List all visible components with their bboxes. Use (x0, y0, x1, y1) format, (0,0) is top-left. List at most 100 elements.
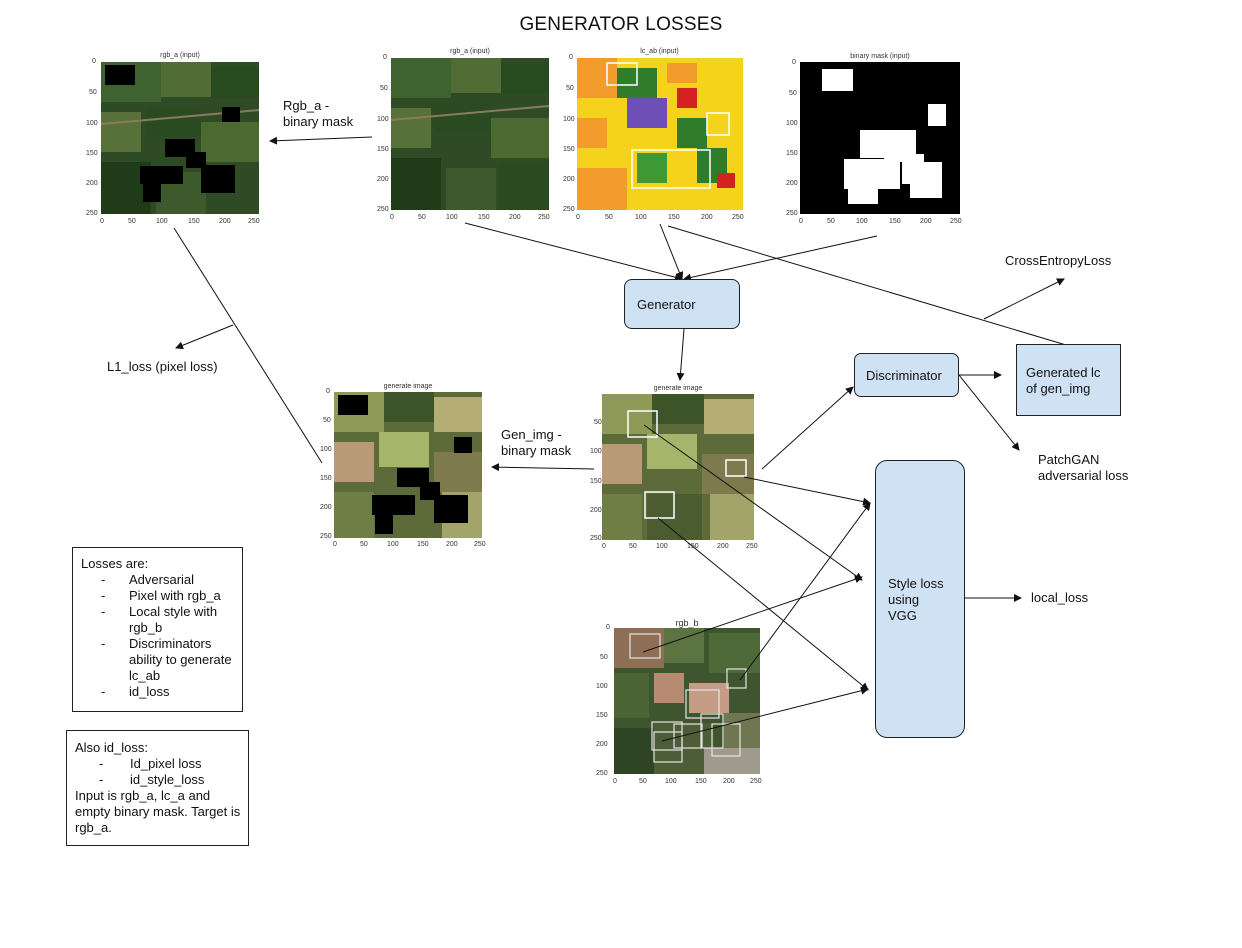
tick-label: 50 (594, 419, 602, 426)
discriminator-label: Discriminator (866, 368, 942, 383)
tick-label: 100 (320, 446, 332, 453)
label-line: Gen_img - (501, 427, 562, 442)
tick-label: 100 (377, 116, 389, 123)
generator-box: Generator (624, 279, 740, 329)
tick-label: 50 (360, 541, 368, 548)
losses-heading: Losses are: (81, 556, 149, 571)
plot-lc-ab-input: lc_ab (input) 0 50 100 150 200 250 0 50 … (563, 48, 748, 228)
list-item: -Local style with rgb_b (101, 604, 218, 635)
tick-label: 0 (606, 624, 610, 631)
tick-label: 100 (590, 448, 602, 455)
label-line: binary mask (283, 114, 354, 129)
list-item-text: Adversarial (129, 572, 195, 587)
tick-label: 100 (563, 116, 575, 123)
tick-label: 0 (333, 541, 337, 548)
tick-label: 0 (326, 388, 330, 395)
tick-label: 150 (417, 541, 429, 548)
tick-label: 50 (566, 85, 574, 92)
list-item-text: Pixel with rgb_a (129, 588, 221, 603)
tick-label: 150 (86, 150, 98, 157)
satellite-image (101, 62, 260, 214)
satellite-image (614, 628, 760, 774)
plot-title: generate image (653, 385, 703, 392)
tick-label: 150 (320, 475, 332, 482)
tick-label: 200 (590, 507, 602, 514)
style-loss-label: VGG (888, 608, 917, 623)
tick-label: 0 (576, 214, 580, 221)
tick-label: 0 (613, 778, 617, 785)
tick-label: 50 (629, 543, 637, 550)
tick-label: 250 (950, 218, 962, 225)
tick-label: 250 (746, 543, 758, 550)
generated-image (602, 394, 754, 540)
tick-label: 250 (86, 210, 98, 217)
land-cover-map (577, 58, 743, 210)
tick-label: 50 (380, 85, 388, 92)
label-line: Rgb_a - (283, 98, 330, 113)
plot-title: rgb_a (input) (450, 48, 490, 55)
tick-label: 200 (717, 543, 729, 550)
label-gen-img-minus-mask: Gen_img - binary mask (501, 427, 571, 459)
tick-label: 250 (377, 206, 389, 213)
tick-label: 200 (563, 176, 575, 183)
tick-label: 0 (799, 218, 803, 225)
tick-label: 50 (600, 654, 608, 661)
list-item-text: id_loss (129, 684, 170, 699)
tick-label: 0 (390, 214, 394, 221)
generated-lc-label: Generated lc (1026, 365, 1101, 380)
tick-label: 50 (639, 778, 647, 785)
tick-label: 50 (323, 417, 331, 424)
plot-title: generate image (383, 383, 433, 390)
generated-lc-box: Generated lc of gen_img (1016, 344, 1121, 416)
style-loss-label: Style loss (888, 576, 944, 591)
tick-label: 100 (156, 218, 168, 225)
tick-label: 150 (590, 478, 602, 485)
tick-label: 200 (786, 180, 798, 187)
tick-label: 150 (889, 218, 901, 225)
tick-label: 200 (509, 214, 521, 221)
tick-label: 0 (602, 543, 606, 550)
label-local-loss: local_loss (1031, 590, 1089, 605)
generator-label: Generator (637, 297, 696, 312)
diagram-title: GENERATOR LOSSES (519, 14, 723, 35)
tick-label: 100 (786, 120, 798, 127)
tick-label: 200 (723, 778, 735, 785)
list-item: -id_loss (101, 684, 170, 699)
tick-label: 150 (786, 150, 798, 157)
generated-lc-label: of gen_img (1026, 381, 1091, 396)
tick-label: 100 (596, 683, 608, 690)
plot-title: binary mask (input) (850, 53, 910, 60)
tick-label: 250 (786, 210, 798, 217)
tick-label: 150 (478, 214, 490, 221)
satellite-image (391, 58, 550, 210)
label-line: binary mask (501, 443, 572, 458)
tick-label: 200 (701, 214, 713, 221)
losses-list: -Adversarial -Pixel with rgb_a -Local st… (81, 572, 236, 700)
plot-title: rgb_b (675, 618, 699, 628)
tick-label: 0 (569, 54, 573, 61)
list-item-text: Id_pixel loss (130, 756, 202, 771)
list-item-text: Local style with rgb_b (129, 604, 218, 635)
tick-label: 0 (792, 59, 796, 66)
id-loss-list: -Id_pixel loss -id_style_loss (75, 756, 242, 788)
plot-rgb-a-masked: rgb_a (input) 0 50 100 150 200 250 0 50 … (86, 52, 266, 232)
tick-label: 100 (86, 120, 98, 127)
id-loss-heading: Also id_loss: (75, 740, 148, 755)
plot-binary-mask-input: binary mask (input) 0 50 100 150 200 250… (786, 48, 966, 228)
style-loss-box: Style loss using VGG (875, 460, 965, 738)
tick-label: 50 (128, 218, 136, 225)
tick-label: 200 (219, 218, 231, 225)
tick-label: 150 (377, 146, 389, 153)
tick-label: 250 (596, 770, 608, 777)
list-item-text: id_style_loss (130, 772, 205, 787)
list-item: -id_style_loss (99, 772, 205, 787)
tick-label: 200 (320, 504, 332, 511)
tick-label: 0 (383, 54, 387, 61)
label-l1-loss: L1_loss (pixel loss) (107, 359, 218, 374)
label-line: adversarial loss (1038, 468, 1129, 483)
tick-label: 200 (596, 741, 608, 748)
tick-label: 0 (100, 218, 104, 225)
tick-label: 250 (590, 535, 602, 542)
label-patchgan-loss: PatchGAN adversarial loss (1038, 452, 1128, 484)
